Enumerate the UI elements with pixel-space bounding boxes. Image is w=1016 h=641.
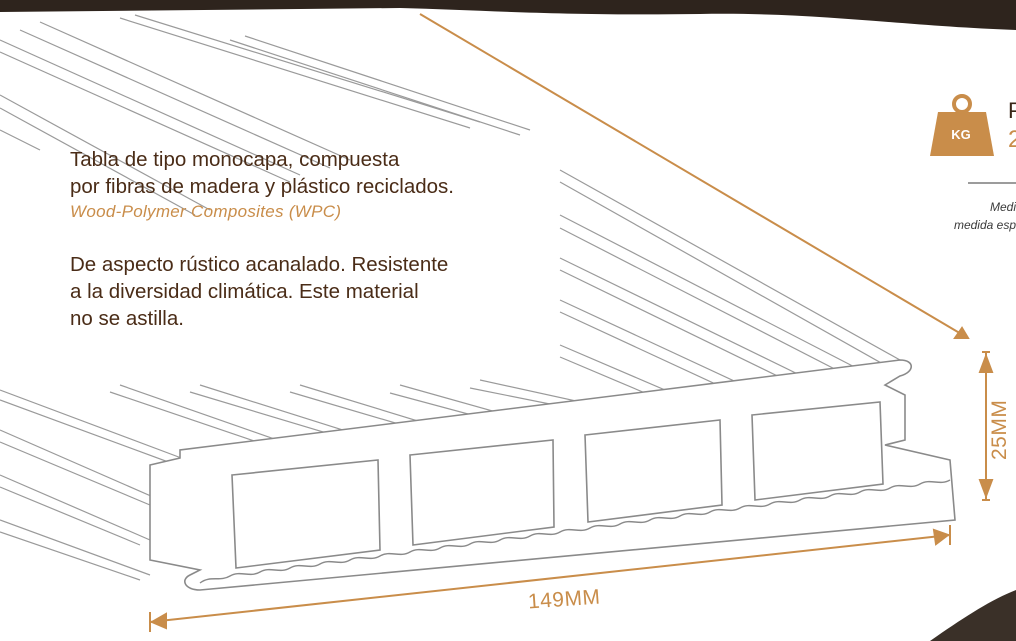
chamber-3 xyxy=(584,419,723,523)
chamber-1 xyxy=(231,459,381,569)
product-description: Tabla de tipo monocapa, compuesta por fi… xyxy=(70,146,540,332)
description-line-4: a la diversidad climática. Este material xyxy=(70,280,419,303)
wood-background-corner xyxy=(930,590,1016,641)
description-line-1: Tabla de tipo monocapa, compuesta xyxy=(70,148,400,171)
board-bottom-ribs xyxy=(199,479,951,584)
weight-kg-icon xyxy=(930,94,994,156)
dimension-lines xyxy=(149,13,994,632)
note-line-2: medida esp xyxy=(953,218,1016,232)
height-dimension-label: 25MM xyxy=(988,399,1011,460)
chamber-4 xyxy=(751,401,884,501)
weight-badge-label: KG xyxy=(951,127,971,142)
chamber-2 xyxy=(409,439,555,546)
wood-background-top xyxy=(0,0,1016,30)
description-line-3: De aspecto rústico acanalado. Resistente xyxy=(70,253,449,276)
description-line-5: no se astilla. xyxy=(70,307,184,330)
board-chambers xyxy=(231,401,884,569)
note-line-1: Medi xyxy=(989,200,1016,214)
width-dimension-label: 149MM xyxy=(527,585,602,614)
weight-title: P xyxy=(1008,98,1016,123)
measurement-note: Medi medida esp xyxy=(896,198,1016,234)
description-line-2: por fibras de madera y plástico reciclad… xyxy=(70,175,454,198)
material-name: Wood-Polymer Composites (WPC) xyxy=(70,202,342,221)
weight-value: 2 xyxy=(1008,126,1016,153)
